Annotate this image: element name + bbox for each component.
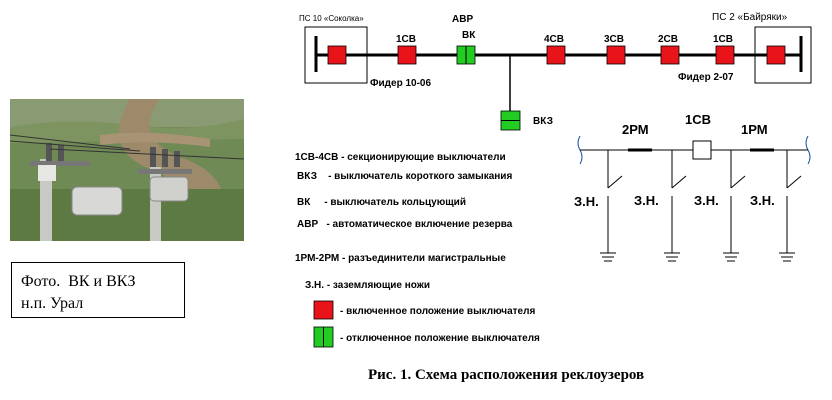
legend-item-3: ВК - выключатель кольцующий: [297, 197, 466, 208]
label-vkz: ВКЗ: [533, 116, 553, 127]
feeder-left-label: Фидер 10-06: [370, 78, 431, 89]
label-avr: АВР: [452, 14, 473, 25]
photo-drawing: [10, 99, 244, 241]
detail-schematic: 2РМ 1СВ 1РМ: [574, 112, 811, 262]
label-4sv: 4СВ: [544, 34, 564, 45]
photo-caption-line-2: н.п. Урал: [21, 295, 84, 312]
grounding-switch-4: [779, 150, 802, 262]
label-vk: ВК: [462, 30, 476, 41]
switch-substation-left: [327, 45, 347, 65]
switch-3sv: [606, 45, 626, 65]
legend-item-5: 1РМ-2РМ - разъединители магистральные: [295, 253, 506, 264]
switch-4sv: [546, 45, 566, 65]
feeder-right-label: Фидер 2-07: [678, 72, 734, 83]
legend-state-on: - включенное положение выключателя: [340, 306, 535, 317]
detail-label-1rm: 1РМ: [741, 122, 768, 137]
detail-label-zn-1: З.Н.: [574, 194, 599, 209]
detail-label-2rm: 2РМ: [622, 122, 649, 137]
legend-swatch-on: [313, 300, 334, 320]
detail-label-1sv: 1СВ: [685, 112, 711, 127]
substation-right-label: ПС 2 «Байряки»: [712, 12, 788, 23]
label-1sv-left: 1СВ: [396, 34, 416, 45]
legend-item-2: ВКЗ - выключатель короткого замыкания: [297, 171, 512, 182]
legend-item-4: АВР - автоматическое включение резерва: [297, 219, 513, 230]
legend-state-off: - отключенное положение выключателя: [340, 333, 540, 344]
switch-2sv: [660, 45, 680, 65]
photo-reclosers: [10, 99, 244, 241]
detail-label-zn-4: З.Н.: [750, 193, 775, 208]
switch-1sv-right: [715, 45, 735, 65]
figure-caption: Рис. 1. Схема расположения реклоузеров: [368, 367, 645, 383]
legend-item-6: З.Н. - заземляющие ножи: [305, 280, 430, 291]
grounding-switch-2: [664, 150, 687, 262]
switch-substation-right: [766, 45, 786, 65]
detail-label-zn-2: З.Н.: [634, 193, 659, 208]
substation-left-label: ПС 10 «Соколка»: [299, 14, 364, 23]
detail-1sv-box: [692, 140, 712, 160]
switch-1sv-left: [397, 45, 417, 65]
label-1sv-right: 1СВ: [713, 34, 733, 45]
label-2sv: 2СВ: [658, 34, 678, 45]
label-3sv: 3СВ: [604, 34, 624, 45]
grounding-switch-1: [600, 150, 623, 262]
photo-caption-line-1: Фото. ВК и ВКЗ: [21, 273, 136, 290]
photo-caption-box: Фото. ВК и ВКЗ н.п. Урал: [11, 262, 185, 318]
grounding-switch-3: [723, 150, 746, 262]
legend-item-1: 1СВ-4СВ - секционирующие выключатели: [295, 152, 506, 163]
detail-label-zn-3: З.Н.: [694, 193, 719, 208]
legend: 1СВ-4СВ - секционирующие выключатели ВКЗ…: [295, 152, 540, 348]
